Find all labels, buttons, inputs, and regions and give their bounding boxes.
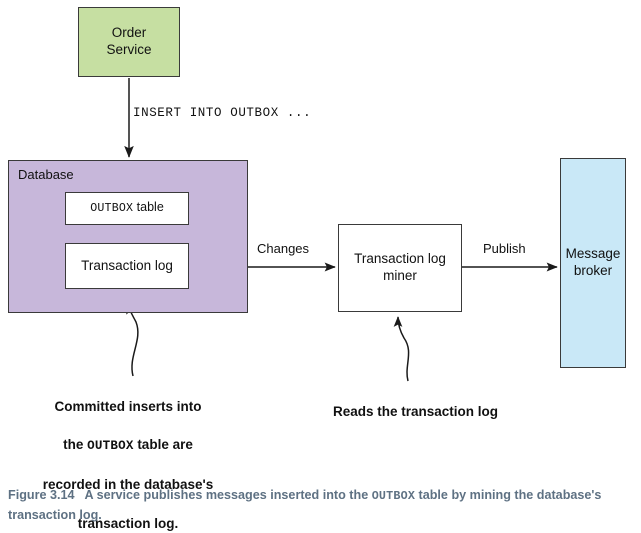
node-database-label: Database bbox=[18, 167, 74, 182]
figure-caption-part1: A service publishes messages inserted in… bbox=[84, 488, 372, 502]
node-database[interactable]: Database bbox=[8, 160, 248, 313]
edge-label-insert-into-outbox: INSERT INTO OUTBOX ... bbox=[133, 106, 312, 120]
callout-left-line2-post: table are bbox=[133, 437, 193, 453]
callout-pointer-left bbox=[126, 303, 139, 377]
callout-committed-inserts: Committed inserts into the OUTBOX table … bbox=[20, 378, 236, 533]
callout-left-line3: recorded in the database's bbox=[42, 477, 214, 493]
figure-caption-part2: table by mining the database's transacti… bbox=[8, 488, 602, 522]
outbox-keyword: OUTBOX bbox=[90, 202, 134, 216]
node-outbox-table[interactable]: OUTBOX table bbox=[65, 192, 189, 225]
figure-caption-outbox-keyword: OUTBOX bbox=[371, 489, 416, 503]
callout-left-outbox-keyword: OUTBOX bbox=[87, 439, 134, 454]
edge-label-publish: Publish bbox=[483, 241, 526, 256]
outbox-table-suffix: table bbox=[133, 200, 164, 215]
node-message-broker[interactable]: Message broker bbox=[560, 158, 626, 368]
callout-left-line1: Committed inserts into bbox=[54, 399, 202, 415]
figure-caption-number: Figure 3.14 bbox=[8, 488, 75, 502]
node-transaction-log-miner-label: Transaction log miner bbox=[354, 251, 446, 283]
node-outbox-table-label: OUTBOX table bbox=[90, 200, 164, 217]
callout-reads-transaction-log: Reads the transaction log bbox=[333, 383, 513, 421]
callout-pointer-right bbox=[393, 316, 410, 382]
callout-right-text: Reads the transaction log bbox=[333, 404, 499, 420]
figure-caption: Figure 3.14 A service publishes messages … bbox=[8, 486, 628, 524]
node-transaction-log-miner[interactable]: Transaction log miner bbox=[338, 224, 462, 312]
node-transaction-log[interactable]: Transaction log bbox=[65, 243, 189, 289]
node-order-service-label: Order Service bbox=[106, 25, 152, 57]
callout-left-line2-pre: the bbox=[63, 437, 88, 453]
callout-left-line4: transaction log. bbox=[77, 515, 179, 531]
node-message-broker-label: Message broker bbox=[565, 246, 621, 278]
edge-label-changes: Changes bbox=[257, 241, 310, 256]
node-transaction-log-label: Transaction log bbox=[81, 257, 173, 273]
node-order-service[interactable]: Order Service bbox=[78, 7, 180, 77]
